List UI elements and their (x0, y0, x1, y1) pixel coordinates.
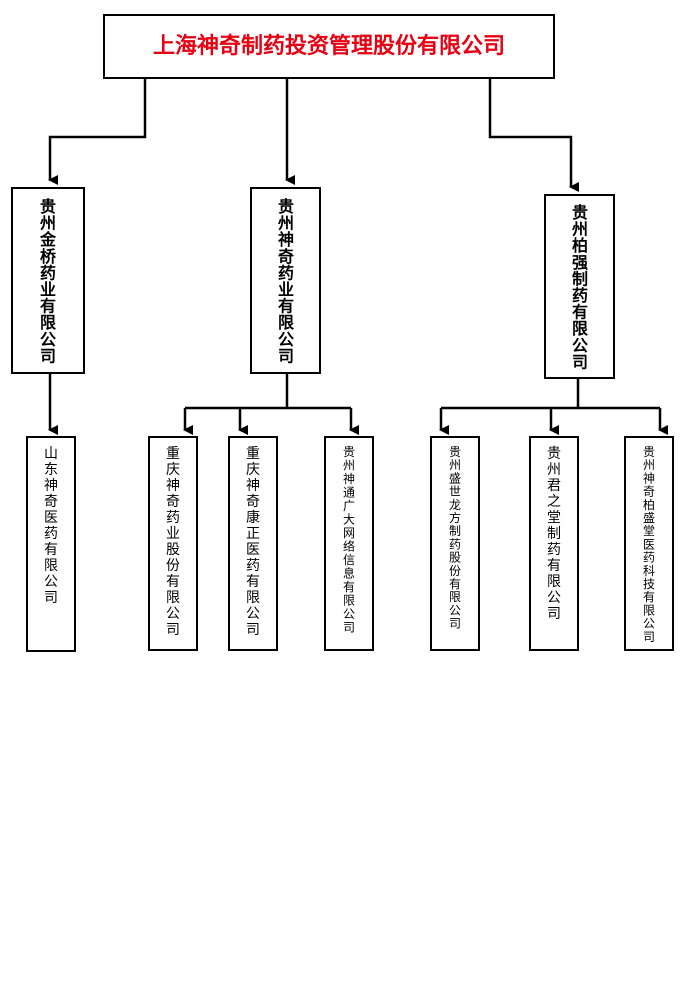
level3-label-shengshi: 贵州盛世龙方制药股份有限公司 (449, 445, 461, 631)
level2-label-shenqi: 贵州神奇药业有限公司 (277, 197, 295, 365)
level2-label-jinqiao: 贵州金桥药业有限公司 (39, 197, 57, 365)
level3-label-chongqing-yaoye: 重庆神奇药业股份有限公司 (166, 446, 180, 638)
root-company-title: 上海神奇制药投资管理股份有限公司 (153, 33, 505, 59)
connector-root-jinqiao (48, 78, 147, 185)
connector-root-baiqiang (488, 78, 579, 192)
level3-label-junzhitang: 贵州君之堂制药有限公司 (547, 446, 561, 622)
level3-label-baishengtang: 贵州神奇柏盛堂医药科技有限公司 (643, 445, 655, 644)
root-company-box (103, 14, 555, 79)
level3-box-baishengtang (624, 436, 674, 651)
connector-shenqi-bus (185, 373, 351, 410)
level3-box-shentong (324, 436, 374, 651)
level3-box-shandong (26, 436, 76, 652)
level3-box-kangzheng (228, 436, 278, 651)
level3-label-shandong: 山东神奇医药有限公司 (44, 446, 58, 606)
level3-label-shentong: 贵州神通广大网络信息有限公司 (343, 445, 355, 635)
level2-box-baiqiang (544, 194, 615, 379)
connector-baiqiang-bus (441, 378, 660, 410)
level3-box-junzhitang (529, 436, 579, 651)
level3-box-shengshi (430, 436, 480, 651)
level2-label-baiqiang: 贵州柏强制药有限公司 (571, 203, 589, 371)
level3-label-kangzheng: 重庆神奇康正医药有限公司 (246, 446, 260, 638)
level2-box-jinqiao (11, 187, 85, 374)
level2-box-shenqi (250, 187, 321, 374)
level3-box-chongqing-yaoye (148, 436, 198, 651)
